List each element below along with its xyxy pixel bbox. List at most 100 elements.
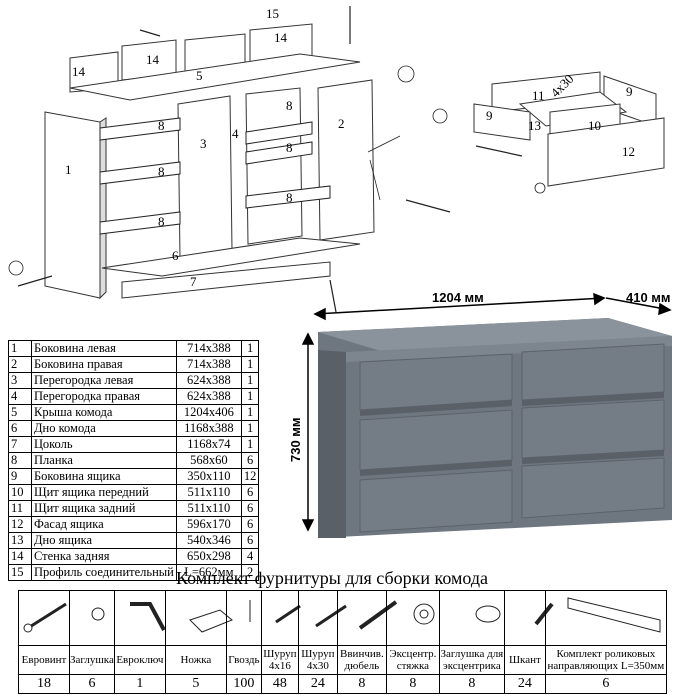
eccentric-cap-icon-cell: [438, 590, 505, 646]
side-right: [317, 79, 375, 241]
callout: 13: [528, 118, 541, 133]
part-number: 11: [8, 500, 32, 517]
hardware-qty: 48: [260, 674, 299, 694]
screw-small-icon-cell: [260, 590, 299, 646]
hardware-label: Комплект роликовых направляющих L=350мм: [544, 645, 667, 675]
part-number: 9: [8, 468, 32, 485]
part-size: 540х346: [175, 532, 242, 549]
part-name: Перегородка правая: [31, 388, 177, 405]
hardware-label: Заглушка: [69, 645, 115, 675]
callout: 14: [146, 52, 160, 67]
hardware-label: Ножка: [164, 645, 227, 675]
callout: 11: [532, 88, 545, 103]
plinth: [121, 261, 331, 299]
callout: 8: [158, 164, 165, 179]
part-size: 596х170: [175, 516, 242, 533]
callout: 8: [286, 140, 293, 155]
part-size: 511х110: [175, 484, 242, 501]
part-qty: 1: [240, 420, 260, 437]
hex-key-icon-cell: [113, 590, 166, 646]
hardware-label: Ввинчив. дюбель: [336, 645, 387, 675]
bottom-panel: [101, 237, 361, 277]
part-qty: 6: [240, 484, 260, 501]
part-size: 714х388: [175, 356, 242, 373]
dowel-screw-icon-cell: [336, 590, 387, 646]
callout: 8: [286, 98, 293, 113]
hardware-qty: 8: [336, 674, 387, 694]
part-size: 350х110: [175, 468, 242, 485]
part-size: 1168х388: [175, 420, 242, 437]
part-size: 650х298: [175, 548, 242, 565]
hardware-label: Евровинт: [18, 645, 70, 675]
part-size: 1204х406: [175, 404, 242, 421]
part-size: L=662мм: [175, 564, 242, 581]
roller-guides-icon-cell: [544, 590, 667, 646]
part-number: 14: [8, 548, 32, 565]
foot-icon-cell: [164, 590, 227, 646]
dowel-icon-cell: [503, 590, 546, 646]
partition-left: [177, 95, 233, 259]
part-name: Боковина левая: [31, 340, 177, 357]
callout: 6: [172, 248, 179, 263]
part-number: 7: [8, 436, 32, 453]
part-number: 15: [8, 564, 32, 581]
side-left: [44, 111, 101, 299]
hardware-qty: 1: [113, 674, 166, 694]
width-dimension: 1204 мм: [432, 290, 484, 305]
hardware-label: Гвоздь: [225, 645, 262, 675]
part-number: 3: [8, 372, 32, 389]
part-qty: 6: [240, 532, 260, 549]
part-name: Щит ящика задний: [31, 500, 177, 517]
callout: 9: [626, 84, 633, 99]
hardware-label: Эксцентр. стяжка: [385, 645, 440, 675]
part-size: 624х388: [175, 388, 242, 405]
part-qty: 1: [240, 372, 260, 389]
callout: 2: [338, 116, 345, 131]
hardware-qty: 6: [544, 674, 667, 694]
part-name: Цоколь: [31, 436, 177, 453]
part-qty: 1: [240, 436, 260, 453]
part-qty: 2: [240, 564, 260, 581]
hardware-label: Шкант: [503, 645, 546, 675]
callout: 8: [158, 214, 165, 229]
part-name: Планка: [31, 452, 177, 469]
callout: 7: [190, 274, 197, 289]
part-number: 12: [8, 516, 32, 533]
part-name: Дно ящика: [31, 532, 177, 549]
part-size: 714х388: [175, 340, 242, 357]
part-number: 2: [8, 356, 32, 373]
part-qty: 1: [240, 404, 260, 421]
chest-render: [318, 318, 672, 538]
part-name: Щит ящика передний: [31, 484, 177, 501]
hardware-qty: 5: [164, 674, 227, 694]
part-number: 13: [8, 532, 32, 549]
part-size: 1168х74: [175, 436, 242, 453]
partition-right: [245, 87, 303, 245]
part-name: Крыша комода: [31, 404, 177, 421]
callout: 1: [65, 162, 72, 177]
euroscrew-icon-cell: [18, 590, 70, 646]
hardware-qty: 6: [69, 674, 115, 694]
eccentric-icon-cell: [385, 590, 440, 646]
part-qty: 6: [240, 452, 260, 469]
hardware-label: Евроключ: [113, 645, 166, 675]
part-name: Профиль соединительный: [31, 564, 177, 581]
part-name: Перегородка левая: [31, 372, 177, 389]
part-number: 8: [8, 452, 32, 469]
part-name: Боковина правая: [31, 356, 177, 373]
part-size: 624х388: [175, 372, 242, 389]
callout: 9: [486, 108, 493, 123]
cap-icon-cell: [69, 590, 115, 646]
hardware-qty: 100: [225, 674, 262, 694]
